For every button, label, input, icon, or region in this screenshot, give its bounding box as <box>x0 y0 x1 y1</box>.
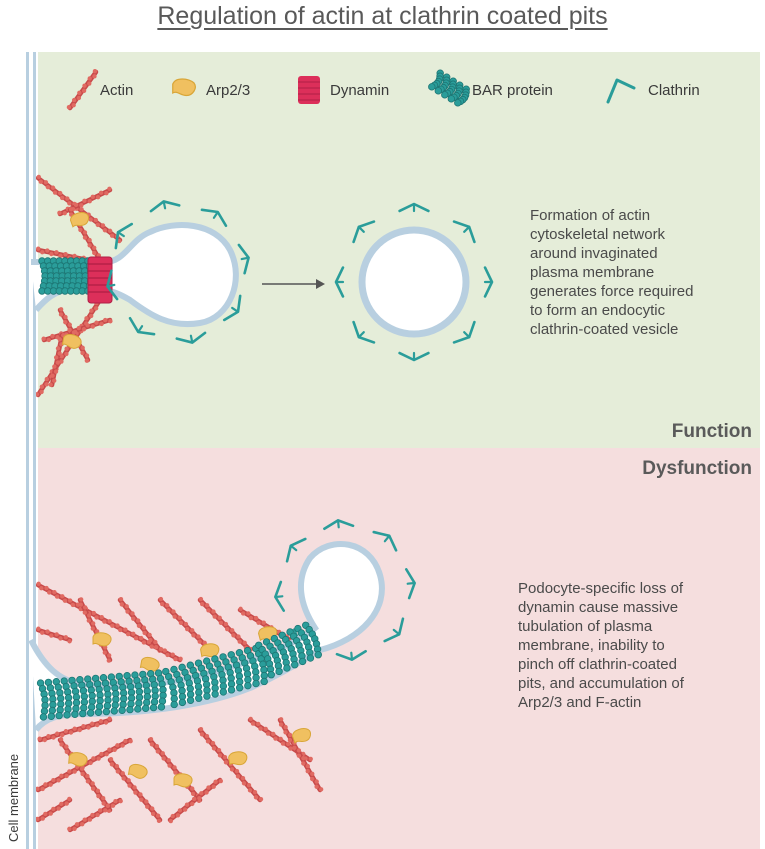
actin-network <box>34 174 324 833</box>
clathrin-leg <box>231 306 240 313</box>
clathrin-leg <box>350 651 354 661</box>
transition-arrow <box>262 279 325 289</box>
function-desc-line-7: clathrin-coated vesicle <box>530 321 678 338</box>
legend-dynamin-icon <box>298 76 320 104</box>
function-desc-line-1: Formation of actin <box>530 207 650 224</box>
clathrin-leg <box>392 628 401 636</box>
legend-arp-icon <box>172 78 196 97</box>
clathrin-leg <box>137 325 144 334</box>
actin-filament <box>197 726 264 803</box>
dysfunction-desc-line-7: Arp2/3 and F-actin <box>518 694 641 711</box>
actin-filament <box>35 174 123 244</box>
function-desc-line-6: to form an endocytic <box>530 302 666 319</box>
function-label: Function <box>672 421 752 442</box>
legend: Actin Arp2/3 Dynamin BAR protein Clathri… <box>66 69 700 111</box>
clathrin-leg <box>463 225 471 233</box>
legend-clathrin-icon <box>606 78 636 104</box>
dysfunction-label: Dysfunction <box>642 458 752 479</box>
legend-bar-icon <box>428 69 470 107</box>
dysfunction-desc-line-2: dynamin cause massive <box>518 599 678 616</box>
bar-protein-coil <box>36 669 167 721</box>
clathrin-leg <box>357 225 365 233</box>
arp23-complex <box>173 773 193 788</box>
clathrin-coated-vesicle <box>358 226 470 338</box>
legend-clathrin-label: Clathrin <box>648 82 700 99</box>
clathrin-leg <box>116 231 125 238</box>
actin-filament <box>37 716 113 743</box>
bar-protein-tubule-coil <box>36 621 322 721</box>
actin-filament <box>48 332 66 388</box>
clathrin-coat-pit <box>106 200 250 344</box>
function-desc-line-2: cytoskeletal network <box>530 226 666 243</box>
actin-filament <box>35 246 91 264</box>
actin-filament <box>117 596 164 653</box>
legend-arp-label: Arp2/3 <box>206 82 250 99</box>
actin-filament <box>35 796 73 823</box>
clathrin-leg <box>463 331 471 339</box>
figure-title: Regulation of actin at clathrin coated p… <box>157 2 608 30</box>
actin-filament <box>157 596 214 653</box>
dysfunction-desc-line-5: pinch off clathrin-coated <box>518 656 677 673</box>
clathrin-leg <box>336 519 340 529</box>
actin-filament <box>67 797 123 833</box>
legend-actin-label: Actin <box>100 82 133 99</box>
cell-membrane-label: Cell membrane <box>6 754 21 842</box>
dynamin-ring <box>87 256 113 304</box>
clathrin-leg <box>406 581 416 585</box>
bar-protein-coil <box>428 69 470 107</box>
clathrin-coat-vesicle <box>334 202 494 362</box>
bar-protein-coil <box>162 644 268 709</box>
legend-actin-icon <box>66 69 99 111</box>
function-desc-line-4: plasma membrane <box>530 264 654 281</box>
clathrin-leg <box>212 210 219 219</box>
actin-filament <box>167 777 224 824</box>
function-description: Formation of actin cytoskeletal network … <box>530 207 693 338</box>
actin-filament <box>277 717 324 793</box>
clathrin-leg <box>357 331 365 339</box>
dysfunction-description: Podocyte-specific loss of dynamin cause … <box>518 580 685 711</box>
clathrin-leg <box>240 256 250 261</box>
clathrin-leg <box>106 283 116 288</box>
dysfunction-desc-line-1: Podocyte-specific loss of <box>518 580 684 597</box>
legend-dynamin-label: Dynamin <box>330 82 389 99</box>
actin-filament <box>35 626 73 644</box>
actin-filament <box>197 596 254 653</box>
dysfunction-desc-line-3: tubulation of plasma <box>518 618 653 635</box>
clathrin-leg <box>162 200 167 210</box>
bar-protein-neck-coil <box>38 257 95 295</box>
dysfunction-desc-line-6: pits, and accumulation of <box>518 675 685 692</box>
bar-protein-coil <box>255 621 322 679</box>
arp23-complex <box>92 632 112 647</box>
clathrin-leg <box>383 534 391 543</box>
function-desc-line-5: generates force required <box>530 283 693 300</box>
function-desc-line-3: around invaginated <box>530 245 658 262</box>
clathrin-leg <box>189 334 194 344</box>
actin-filament <box>107 756 163 824</box>
actin-filament <box>66 69 99 111</box>
clathrin-leg <box>289 544 298 552</box>
bar-protein-coil <box>38 257 95 295</box>
legend-bar-label: BAR protein <box>472 82 553 99</box>
clathrin-leg <box>274 595 284 599</box>
dysfunction-desc-line-4: membrane, inability to <box>518 637 665 654</box>
